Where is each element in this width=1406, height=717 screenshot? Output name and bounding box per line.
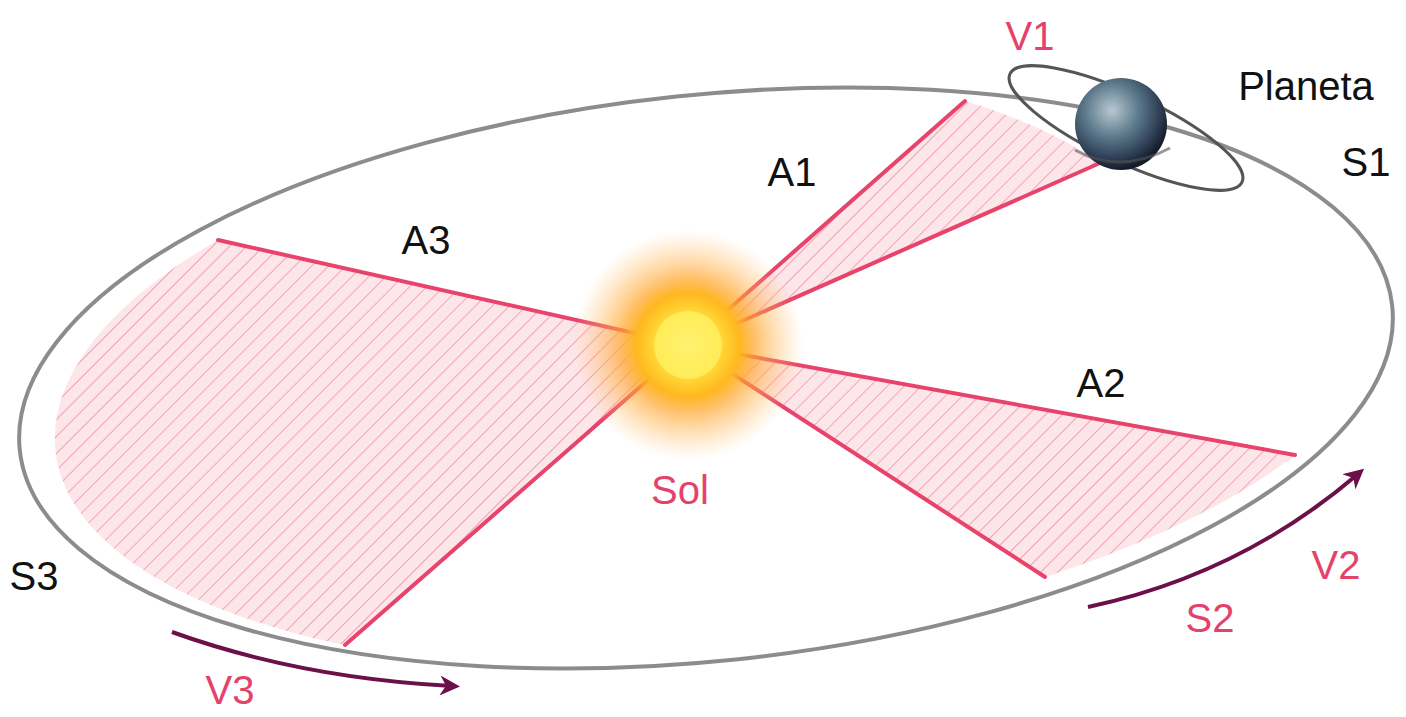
label: A3	[400, 220, 453, 260]
orbit	[0, 24, 1406, 717]
velocity-arrow	[1088, 474, 1358, 607]
label: Sol	[649, 470, 711, 510]
label: S1	[1340, 142, 1393, 182]
label: V1	[1004, 16, 1057, 56]
planet-ring	[996, 43, 1257, 213]
label: S2	[1184, 598, 1237, 638]
sun	[573, 230, 803, 460]
planet-ring-front	[1075, 148, 1170, 162]
sun-core	[654, 311, 722, 379]
label: S3	[8, 556, 61, 596]
label: A1	[766, 152, 819, 192]
radius-lines	[218, 101, 1295, 645]
label: V3	[204, 670, 257, 710]
label: Planeta	[1236, 66, 1376, 106]
label: V2	[1310, 545, 1363, 585]
label: A2	[1075, 363, 1128, 403]
